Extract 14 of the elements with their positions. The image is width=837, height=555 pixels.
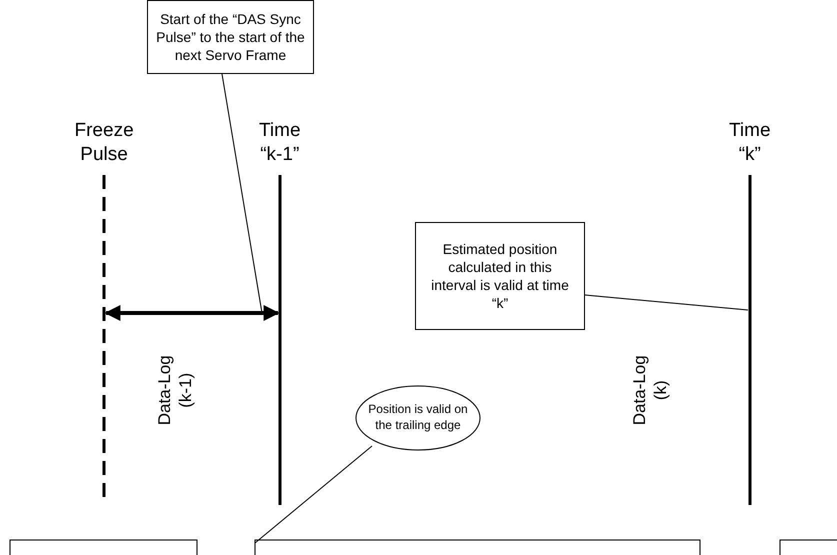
signal-label: Freeze Pulse [74, 119, 134, 166]
leader-line [584, 294, 748, 310]
data-log-label: Data-Log (k-1) [154, 354, 196, 425]
signal-label: Time “k” [729, 119, 771, 166]
leader-line [222, 74, 262, 314]
callout-box [415, 222, 585, 330]
callout-text: Estimated position calculated in this interval is valid at time “k” [430, 240, 570, 312]
signal-label: Time “k-1” [259, 119, 301, 166]
callout-box [147, 0, 314, 74]
callout-text: Position is valid on the trailing edge [367, 402, 469, 434]
leader-line [254, 446, 372, 544]
callout-text: Start of the “DAS Sync Pulse” to the start of the next Servo Frame [155, 10, 306, 64]
double-arrow [104, 305, 280, 321]
data-log-label: Data-Log (k) [628, 354, 671, 425]
